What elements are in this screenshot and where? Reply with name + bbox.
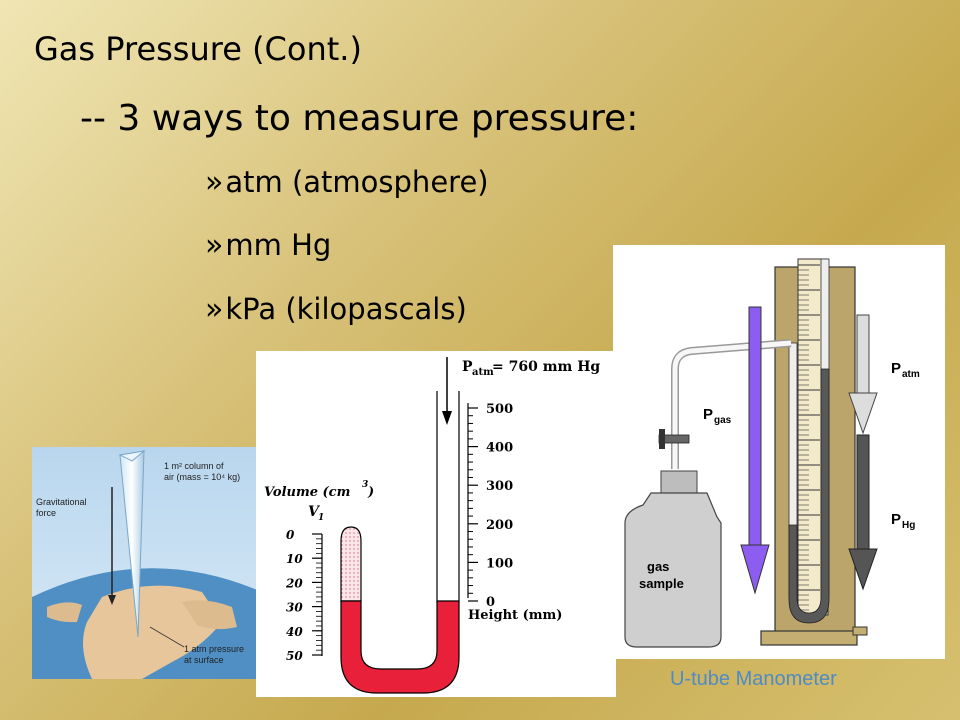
trapped-gas [340,526,362,602]
air-column-globe-figure: 1 m² column of air (mass = 10⁴ kg) Gravi… [32,447,262,679]
height-tick-label: 500 [486,402,513,417]
mercury-column [340,600,460,694]
volume-tick-label: 10 [286,552,303,566]
svg-text:): ) [367,485,374,500]
svg-text:P: P [891,360,901,377]
bullet-text: kPa (kilopascals) [225,292,467,326]
svg-text:Volume (cm: Volume (cm [264,485,350,500]
svg-text:P: P [462,359,473,375]
volume-tick-label: 30 [286,601,303,615]
svg-text:gas: gas [647,559,669,574]
bullet-item-kpa: »kPa (kilopascals) [205,292,467,327]
bullet-item-mmhg: »mm Hg [205,228,331,263]
bullet-item-atm: »atm (atmosphere) [205,165,489,200]
bullet-marker: » [205,165,224,200]
slide-title: Gas Pressure (Cont.) [34,30,362,68]
svg-text:3: 3 [362,480,368,490]
svg-text:at surface: at surface [184,655,224,665]
hg-pressure-arrow [856,434,870,552]
svg-text:P: P [891,511,901,528]
height-tick-label: 400 [486,441,513,456]
height-tick-label: 300 [486,479,513,494]
svg-text:= 760 mm Hg: = 760 mm Hg [492,359,600,375]
volume-tick-label: 40 [286,625,303,639]
svg-text:Hg: Hg [902,520,915,531]
atm-pressure-arrow [856,314,870,396]
height-tick-label: 100 [486,556,513,571]
svg-text:Gravitational: Gravitational [36,497,87,507]
bullet-text: mm Hg [225,228,332,262]
height-tick-label: 0 [486,595,495,610]
gas-sample-jar [624,492,722,648]
u-tube-manometer-figure: gas sample P gas P atm P Hg [613,245,945,659]
svg-text:atm: atm [472,367,494,378]
volume-tick-label: 50 [286,649,303,663]
bullet-text: atm (atmosphere) [225,165,489,199]
manometer-mercury [788,368,830,624]
svg-text:air (mass = 10⁴ kg): air (mass = 10⁴ kg) [164,472,240,482]
manometer-caption: U-tube Manometer [670,668,837,690]
svg-text:atm: atm [902,369,920,380]
svg-text:P: P [703,406,713,423]
bullet-marker: » [205,292,224,327]
gas-pressure-arrow [748,306,762,548]
volume-tick-label: 20 [285,576,303,590]
svg-text:1: 1 [318,513,324,523]
height-tick-label: 200 [486,518,513,533]
svg-text:1 m² column of: 1 m² column of [164,461,224,471]
slide-subtitle: -- 3 ways to measure pressure: [80,98,639,139]
volume-tick-label: 0 [286,528,295,542]
svg-text:force: force [36,508,56,518]
svg-text:sample: sample [639,576,684,591]
svg-text:gas: gas [714,415,732,426]
svg-text:Height (mm): Height (mm) [468,608,562,623]
svg-text:1 atm pressure: 1 atm pressure [184,644,244,654]
bullet-marker: » [205,228,224,263]
svg-text:V: V [308,504,321,520]
